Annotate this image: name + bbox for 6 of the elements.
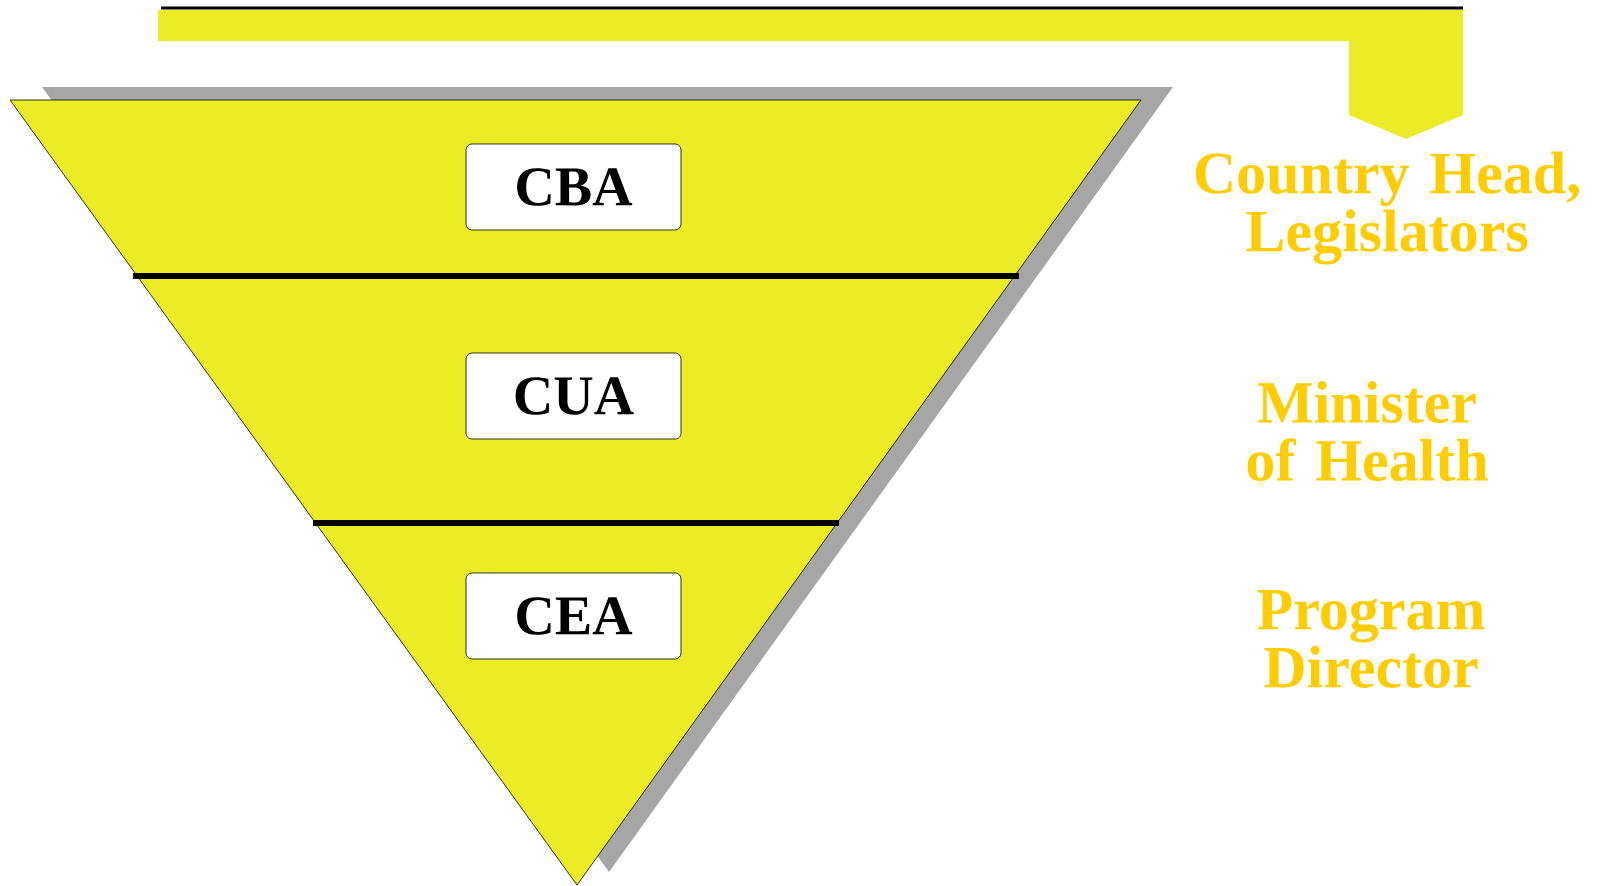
label-box: CEA — [465, 572, 682, 660]
label-box: CBA — [465, 143, 682, 231]
label-box: CUA — [465, 352, 682, 440]
role-label: Country Head, Legislators — [1195, 151, 1579, 265]
role-label: Program Director — [1257, 590, 1485, 688]
role-label: Minister of Health — [1247, 380, 1488, 482]
